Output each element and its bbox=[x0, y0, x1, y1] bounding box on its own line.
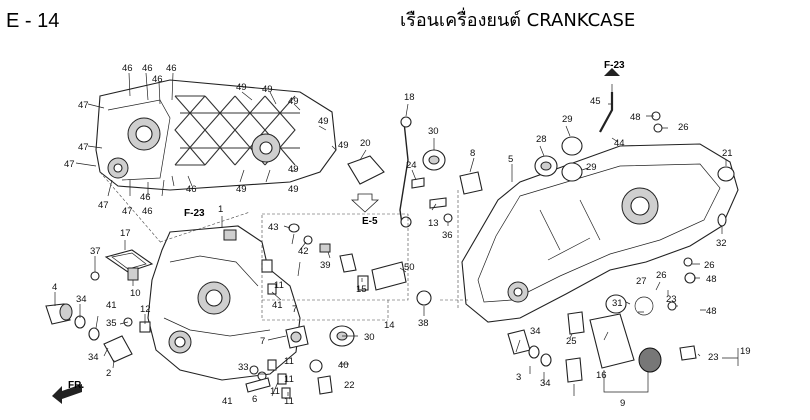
callout: 47 bbox=[122, 206, 133, 217]
callout: 2 bbox=[106, 368, 111, 379]
callout: 31 bbox=[612, 298, 623, 309]
callout: 32 bbox=[716, 238, 727, 249]
callout: 4 bbox=[52, 282, 57, 293]
callout: 49 bbox=[236, 184, 247, 195]
callout: 9 bbox=[620, 398, 625, 409]
callout: 47 bbox=[98, 200, 109, 211]
callout: 43 bbox=[268, 222, 279, 233]
page-code: E - 14 bbox=[6, 10, 60, 32]
callout: 7 bbox=[260, 336, 265, 347]
right-crankcase bbox=[461, 143, 739, 323]
left-crankcase-cover bbox=[95, 79, 337, 191]
callout: 19 bbox=[740, 346, 751, 357]
callout: 42 bbox=[298, 246, 309, 257]
callout: 23 bbox=[666, 294, 677, 305]
callout: 46 bbox=[140, 192, 151, 203]
callout: 47 bbox=[78, 100, 89, 111]
callout: 3 bbox=[516, 372, 521, 383]
callout: 46 bbox=[142, 63, 153, 74]
callout: 11 bbox=[270, 386, 280, 397]
callout: 24 bbox=[406, 160, 417, 171]
callout: 28 bbox=[536, 134, 547, 145]
callout: 45 bbox=[590, 96, 601, 107]
leader-lines bbox=[54, 72, 739, 397]
callout: 44 bbox=[614, 138, 625, 149]
callout: 49 bbox=[288, 164, 299, 175]
page-title: เรือนเครื่องยนต์ CRANKCASE bbox=[400, 10, 636, 31]
callout: 47 bbox=[64, 159, 75, 170]
callout: 48 bbox=[706, 306, 717, 317]
callout: 8 bbox=[470, 148, 475, 159]
callout: 46 bbox=[152, 74, 163, 85]
callout: 41 bbox=[222, 396, 233, 407]
callout: 18 bbox=[404, 92, 415, 103]
callout: 35 bbox=[106, 318, 117, 329]
callout: 36 bbox=[442, 230, 453, 241]
callout: 22 bbox=[344, 380, 355, 391]
callout: 30 bbox=[364, 332, 375, 343]
callout: 11 bbox=[274, 280, 284, 291]
callout: 38 bbox=[418, 318, 429, 329]
callout: 40 bbox=[338, 360, 349, 371]
callout: 49 bbox=[288, 96, 299, 107]
callout: 29 bbox=[562, 114, 573, 125]
callout: 15 bbox=[356, 284, 367, 295]
callout: 13 bbox=[428, 218, 439, 229]
callout: 50 bbox=[404, 262, 415, 273]
callout: 14 bbox=[384, 320, 395, 331]
callout: 33 bbox=[238, 362, 249, 373]
callout: 49 bbox=[236, 82, 247, 93]
callout: 10 bbox=[130, 288, 141, 299]
callout: 6 bbox=[252, 394, 257, 405]
callout: 17 bbox=[120, 228, 131, 239]
callout: 37 bbox=[90, 246, 101, 257]
callout: 20 bbox=[360, 138, 371, 149]
callout: 46 bbox=[186, 184, 197, 195]
callout: 30 bbox=[428, 126, 439, 137]
callout: 25 bbox=[566, 336, 577, 347]
callout: 41 bbox=[106, 300, 117, 311]
callout: 41 bbox=[272, 300, 283, 311]
callout: 12 bbox=[140, 304, 151, 315]
callout: 48 bbox=[630, 112, 641, 123]
callout: 26 bbox=[678, 122, 689, 133]
dashed-group-frames bbox=[99, 171, 470, 321]
callout: 34 bbox=[88, 352, 99, 363]
callout: 46 bbox=[142, 206, 153, 217]
callout: 11 bbox=[284, 356, 294, 367]
small-parts bbox=[45, 92, 735, 399]
ref-f23-top: F-23 bbox=[604, 60, 625, 71]
callout: 1 bbox=[218, 204, 223, 215]
ref-f23-left: F-23 bbox=[184, 208, 205, 219]
callout: 26 bbox=[656, 270, 667, 281]
callout: 34 bbox=[76, 294, 87, 305]
callout: 21 bbox=[722, 148, 733, 159]
callout: 7 bbox=[292, 304, 297, 315]
callout-numbers: 1 2 3 4 5 6 7 7 8 9 10 11 11 11 11 11 12… bbox=[52, 63, 751, 409]
callout: 49 bbox=[288, 184, 299, 195]
left-crankcase bbox=[147, 225, 301, 381]
callout: 49 bbox=[318, 116, 329, 127]
callout: 16 bbox=[596, 370, 607, 381]
callout: 5 bbox=[508, 154, 513, 165]
callout: 11 bbox=[284, 374, 294, 385]
callout: 26 bbox=[704, 260, 715, 271]
callout: 47 bbox=[78, 142, 89, 153]
ref-arrows bbox=[52, 68, 620, 404]
callout: 46 bbox=[166, 63, 177, 74]
callout: 27 bbox=[636, 276, 647, 287]
ref-e5: E-5 bbox=[362, 216, 378, 227]
callout: 34 bbox=[540, 378, 551, 389]
callout: 48 bbox=[706, 274, 717, 285]
callout: 34 bbox=[530, 326, 541, 337]
callout: 49 bbox=[262, 84, 273, 95]
callout: 39 bbox=[320, 260, 331, 271]
callout: 49 bbox=[338, 140, 349, 151]
callout: 46 bbox=[122, 63, 133, 74]
callout: 11 bbox=[284, 396, 294, 407]
callout: 29 bbox=[586, 162, 597, 173]
ref-front-arrow: FR. bbox=[68, 380, 84, 391]
callout: 23 bbox=[708, 352, 719, 363]
